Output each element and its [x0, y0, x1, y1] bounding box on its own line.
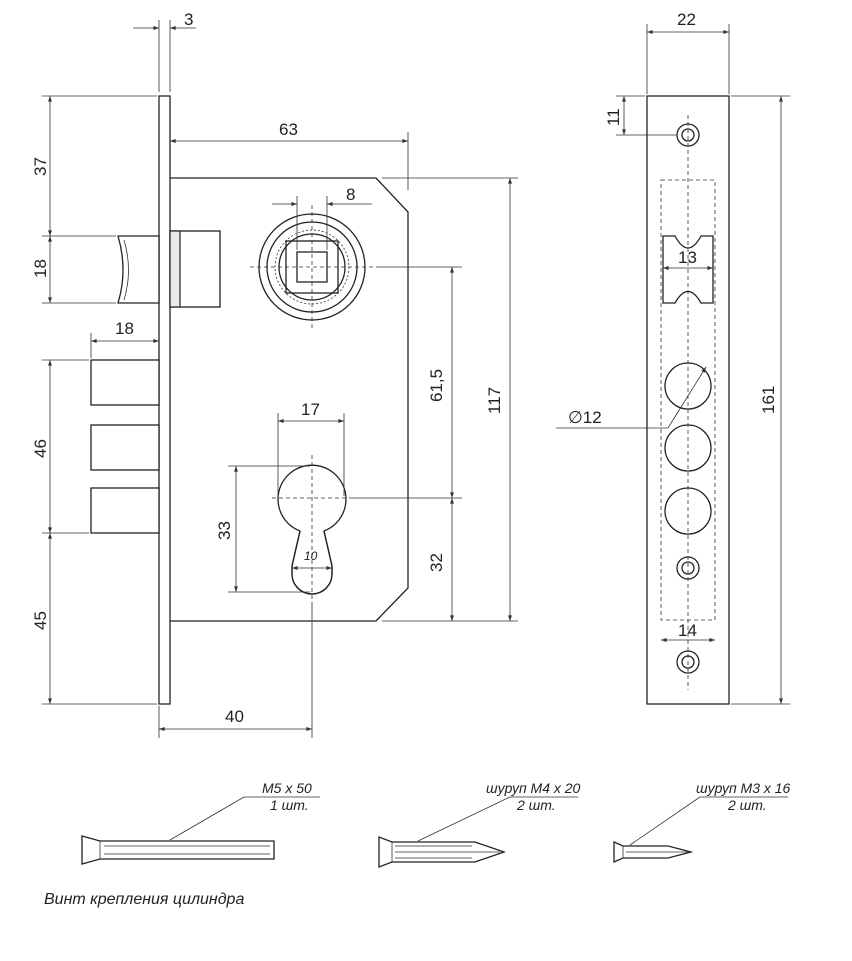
- dim-backset: 40: [225, 707, 244, 726]
- deadbolt-hole-3: [664, 487, 712, 535]
- dim-cylinder-to-bottom: 32: [427, 553, 446, 572]
- dim-top-offset: 37: [31, 157, 50, 176]
- faceplate-edge: [158, 95, 171, 705]
- dim-cylinder-width: 17: [301, 400, 320, 419]
- latch-slot: [662, 235, 714, 304]
- lock-body: [170, 177, 409, 622]
- screw-3-name: шуруп М3 х 16: [696, 780, 791, 796]
- cylinder-screw-caption: Винт крепления цилиндра: [44, 891, 244, 908]
- dim-faceplate-thickness: 3: [184, 10, 193, 29]
- dim-bottom-offset: 45: [31, 611, 50, 630]
- screw-m4x20: шуруп М4 х 20 2 шт.: [378, 780, 581, 868]
- dim-deadbolt-throw: 18: [115, 319, 134, 338]
- dim-body-width: 63: [279, 120, 298, 139]
- deadbolt-hole-2: [664, 424, 712, 472]
- dim-latch-height: 18: [31, 259, 50, 278]
- dim-faceplate-width: 22: [677, 10, 696, 29]
- screw-3-qty: 2 шт.: [727, 797, 767, 813]
- front-dimensions: 3 63 37 18 46 45 18 8 6: [31, 10, 518, 738]
- dim-spindle-square: 8: [346, 185, 355, 204]
- screw-2-name: шуруп М4 х 20: [486, 780, 581, 796]
- deadbolt-2: [90, 424, 160, 471]
- deadbolt-3: [90, 487, 160, 534]
- latch: [117, 235, 160, 304]
- screw-1-qty: 1 шт.: [270, 797, 309, 813]
- dim-latch-slot-width: 13: [678, 248, 697, 267]
- dim-cylinder-slot: 10: [304, 549, 318, 563]
- dim-bolt-diameter: ∅12: [568, 408, 602, 427]
- deadbolt-1: [90, 359, 160, 406]
- dim-cylinder-height: 33: [215, 521, 234, 540]
- dim-spindle-to-cylinder: 61,5: [427, 369, 446, 402]
- lock-front-view: [90, 95, 409, 705]
- faceplate-side-view: [646, 95, 730, 705]
- deadbolt-hole-1: [664, 362, 712, 410]
- dim-hole-spacing: 14: [678, 621, 697, 640]
- screw-m5x50: M5 x 50 1 шт.: [81, 780, 320, 865]
- dim-body-height: 117: [485, 387, 504, 414]
- screw-m3x16: шуруп М3 х 16 2 шт.: [613, 780, 791, 864]
- dim-deadbolt-span: 46: [31, 439, 50, 458]
- dim-faceplate-length: 161: [759, 386, 778, 414]
- dim-screw-from-top: 11: [604, 108, 623, 126]
- screw-2-qty: 2 шт.: [516, 797, 556, 813]
- side-dimensions: 22 11 13 ∅12 161 14: [556, 10, 790, 705]
- screw-1-name: M5 x 50: [262, 780, 312, 796]
